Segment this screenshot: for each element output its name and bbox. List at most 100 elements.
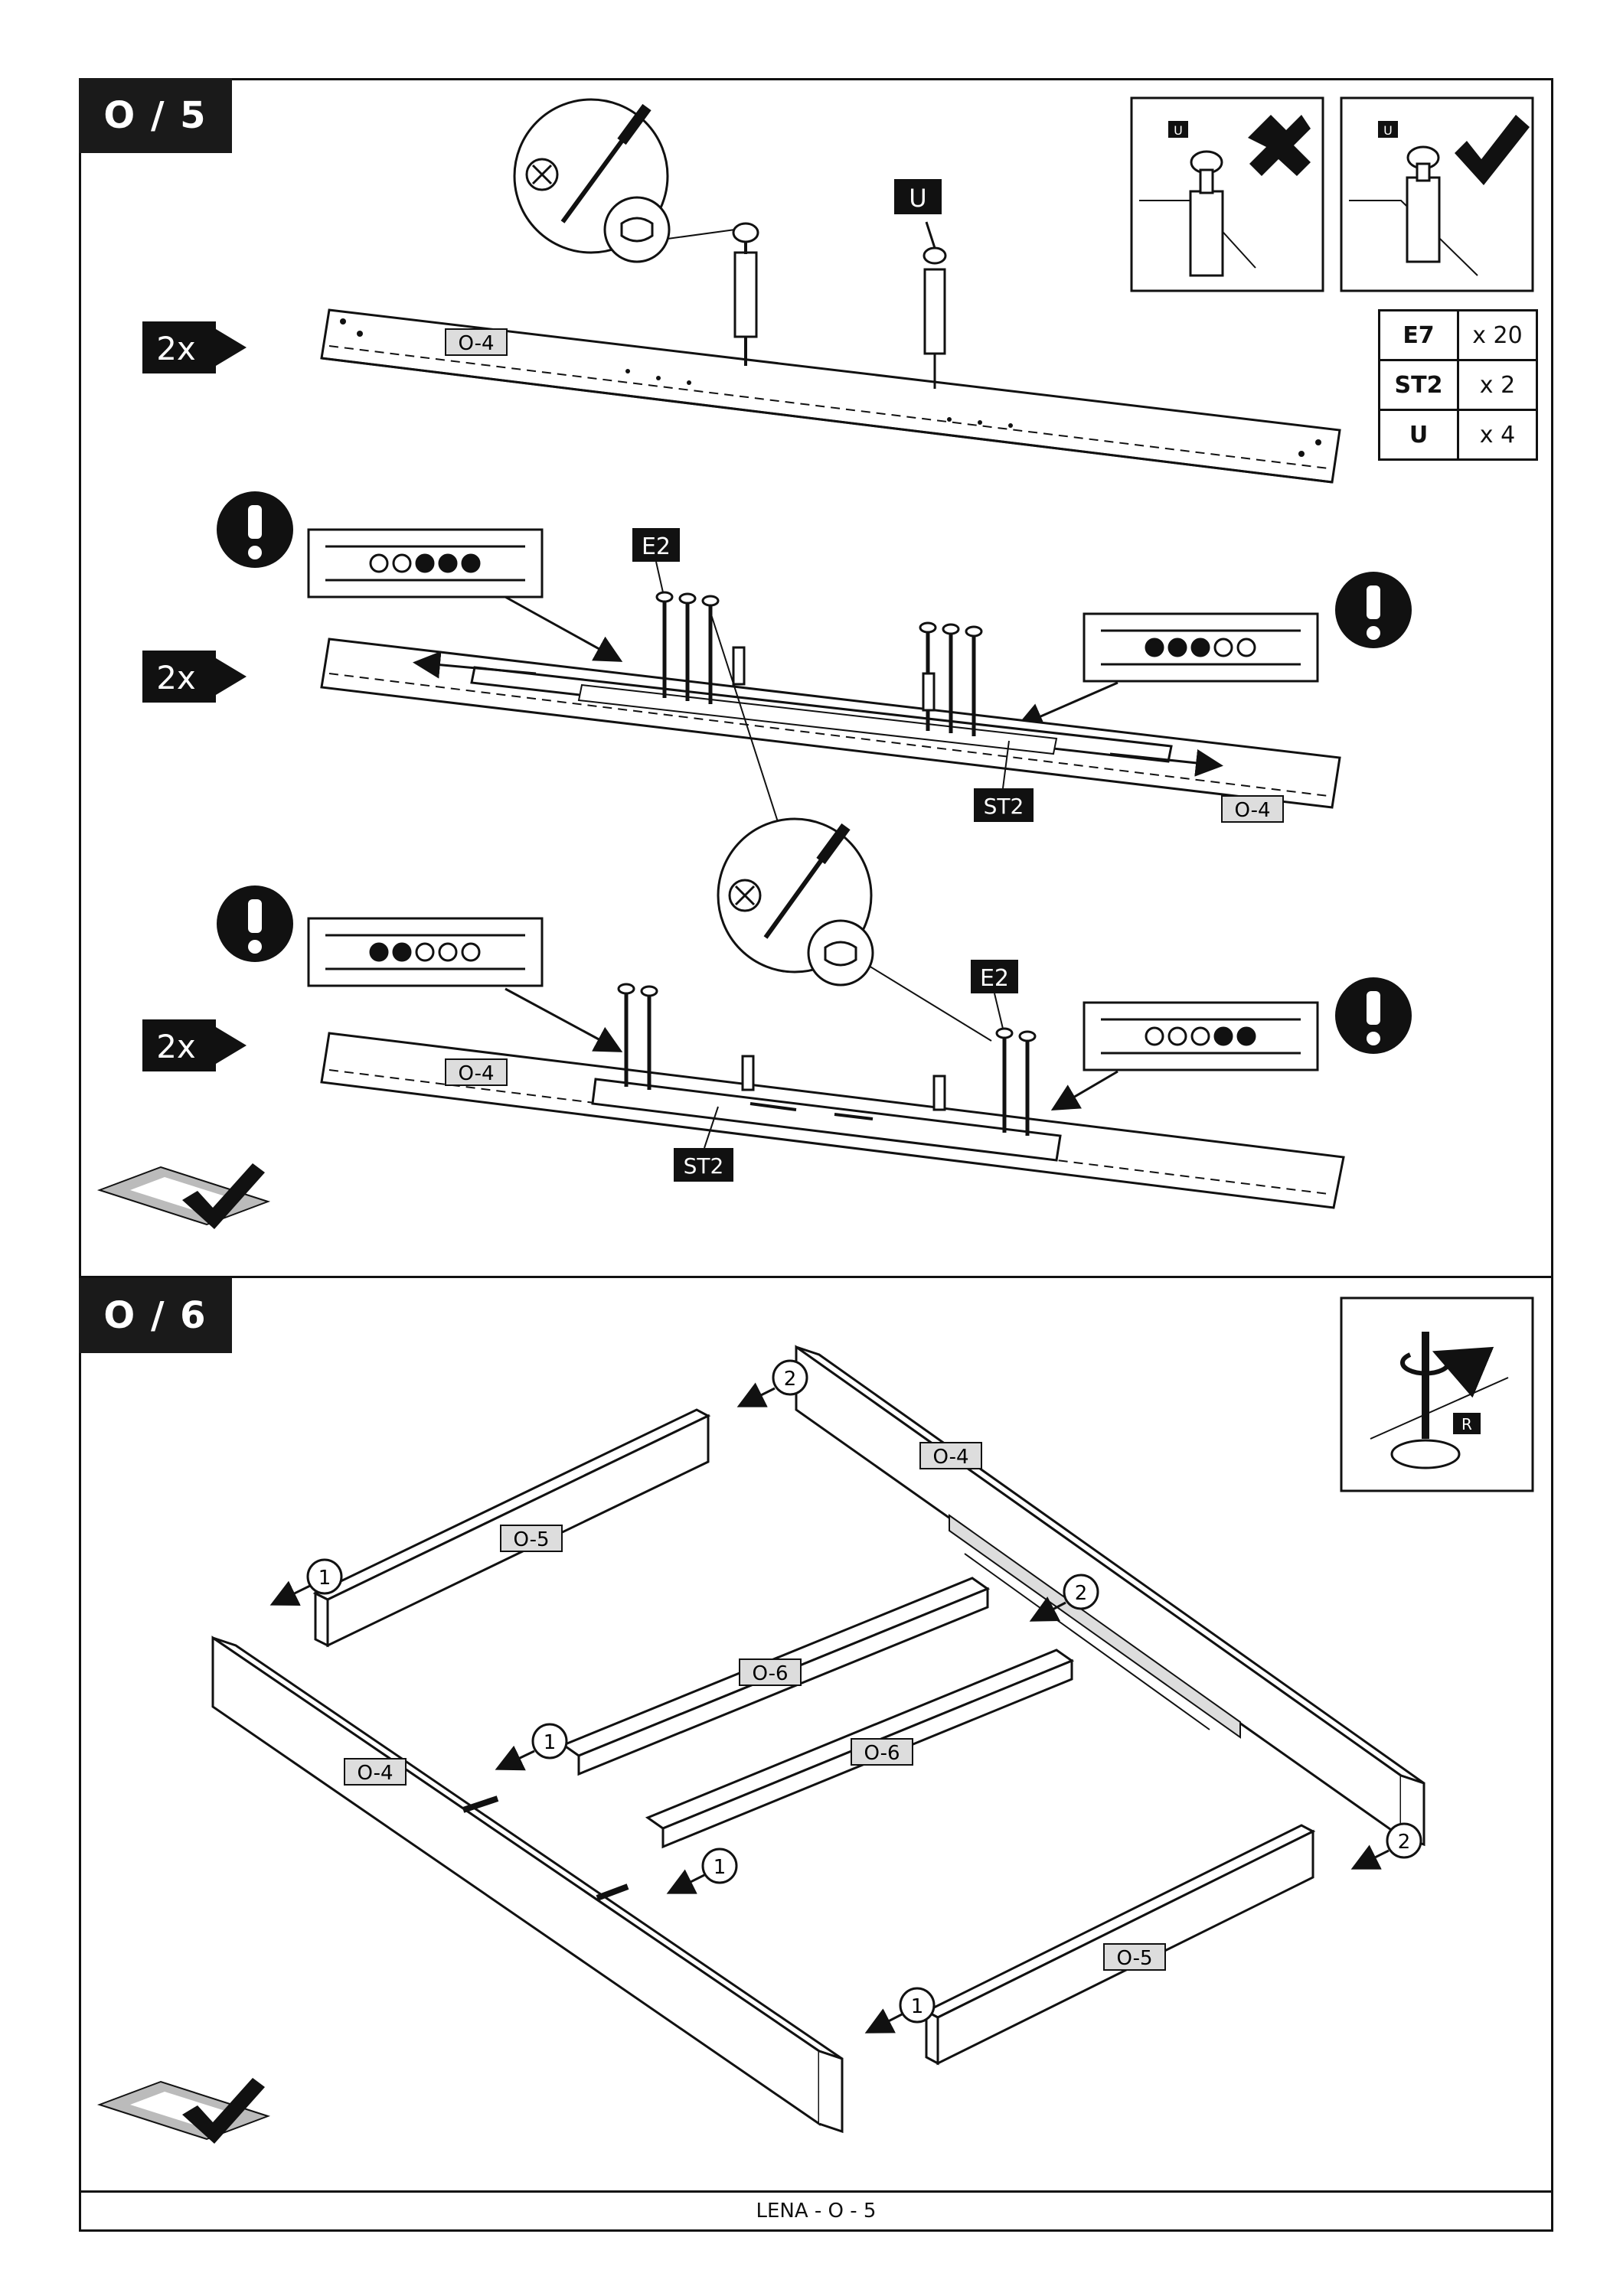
footer-rule [79, 2190, 1553, 2193]
hole-pattern-row2-left [307, 528, 544, 598]
hole-filled [1145, 638, 1164, 657]
part-label-o4: O-4 [932, 1446, 968, 1469]
part-o5-top: O-5 [312, 1408, 711, 1648]
hole-filled [415, 553, 435, 573]
part-label-o5: O-5 [513, 1528, 549, 1551]
st2-callout-row2: ST2 [974, 740, 1034, 822]
protected-surface-check-icon [96, 2078, 271, 2144]
rail-o4-row2: O-4 [320, 638, 1341, 823]
part-o5-bottom: O-5 [923, 1824, 1316, 2066]
hole-empty [415, 942, 435, 962]
hole-empty [461, 942, 481, 962]
step-badge-o5: O / 5 [79, 78, 232, 153]
r-tag: R [1461, 1415, 1472, 1433]
warning-icon [1335, 977, 1412, 1054]
hole-empty [438, 942, 458, 962]
dowel-wrong-inset: U [1130, 96, 1324, 292]
cross-icon [1248, 115, 1311, 176]
warning-icon [217, 491, 293, 568]
step-number: 2 [784, 1368, 797, 1391]
step-number: 1 [911, 1995, 924, 2018]
part-o4-left: O-4 [211, 1636, 844, 2134]
hole-empty [1236, 638, 1256, 657]
part-code: E7 [1378, 309, 1459, 361]
step-number: 2 [1075, 1582, 1088, 1605]
step-marker-2: 2 [736, 1359, 808, 1407]
hole-filled [1213, 1026, 1233, 1046]
hole-filled [369, 942, 389, 962]
check-icon [1455, 115, 1530, 185]
part-code: U [1378, 409, 1459, 461]
warning-icon [1335, 572, 1412, 648]
hole-filled [1167, 638, 1187, 657]
page-footer: LENA - O - 5 [756, 2200, 877, 2223]
u-tag: U [1174, 123, 1183, 138]
hole-pattern-row3-left [307, 917, 544, 987]
e2-callout: E2 [642, 533, 671, 560]
warning-icon [217, 885, 293, 962]
st2-callout-row3: ST2 [674, 1106, 733, 1182]
step-marker-1: 1 [864, 1987, 936, 2033]
st2-label: ST2 [984, 794, 1024, 819]
step-number: 1 [318, 1567, 331, 1590]
screwdriver-no-inset [513, 98, 736, 263]
screws-e2-row3: E2 [617, 960, 1037, 1136]
multiplier-text: 2x [156, 1028, 196, 1065]
part-label-o4: O-4 [458, 1062, 494, 1085]
protected-surface-check-icon [96, 1163, 271, 1229]
part-label-o5: O-5 [1116, 1947, 1152, 1970]
multiplier-text: 2x [156, 659, 196, 696]
part-qty: x 2 [1457, 359, 1538, 411]
screwdriver-no-inset [717, 817, 992, 1042]
step-marker-2: 2 [1029, 1574, 1099, 1622]
hole-pattern-row3-right [1083, 1001, 1319, 1071]
part-o6-lower: O-6 [645, 1649, 1075, 1849]
st2-label: ST2 [684, 1153, 724, 1179]
e2-callout: E2 [980, 965, 1009, 992]
step-marker-2: 2 [1350, 1822, 1422, 1870]
hole-pattern-row2-right [1083, 612, 1319, 683]
multiplier-row3: 2x [142, 1019, 247, 1071]
cam-bolt [732, 222, 759, 366]
step-badge-o6: O / 6 [79, 1278, 232, 1353]
dowel-correct-inset: U [1340, 96, 1534, 292]
hole-filled [461, 553, 481, 573]
step-number: 1 [544, 1731, 557, 1754]
hole-filled [392, 942, 412, 962]
part-qty: x 4 [1457, 409, 1538, 461]
rail-o4-row1: O-4 [320, 308, 1341, 484]
u-callout: U [909, 184, 926, 213]
multiplier-row2: 2x [142, 651, 247, 703]
step-number: 2 [1398, 1831, 1411, 1854]
u-tag: U [1383, 123, 1393, 138]
hole-filled [438, 553, 458, 573]
part-o4-right: O-4 [795, 1345, 1425, 1847]
hole-empty [392, 553, 412, 573]
screws-e2-row2: E2 [632, 528, 983, 827]
tighten-screw-inset: R [1340, 1296, 1534, 1492]
hole-empty [1190, 1026, 1210, 1046]
part-label-o6: O-6 [752, 1662, 788, 1685]
part-o6-upper: O-6 [560, 1577, 991, 1776]
hole-empty [369, 553, 389, 573]
rail-o4-row3: O-4 [320, 1032, 1345, 1209]
hole-empty [1167, 1026, 1187, 1046]
hole-filled [1190, 638, 1210, 657]
step-marker-1: 1 [269, 1558, 343, 1606]
part-code: ST2 [1378, 359, 1459, 411]
multiplier-row1: 2x [142, 321, 247, 373]
part-label-o4: O-4 [1234, 799, 1270, 822]
step-marker-1: 1 [666, 1848, 738, 1894]
part-qty: x 20 [1457, 309, 1538, 361]
hole-empty [1145, 1026, 1164, 1046]
step-marker-1: 1 [495, 1723, 568, 1771]
cam-bolt-u: U [894, 179, 947, 389]
multiplier-text: 2x [156, 330, 196, 367]
step-number: 1 [714, 1856, 727, 1879]
part-label-o6: O-6 [864, 1742, 900, 1765]
